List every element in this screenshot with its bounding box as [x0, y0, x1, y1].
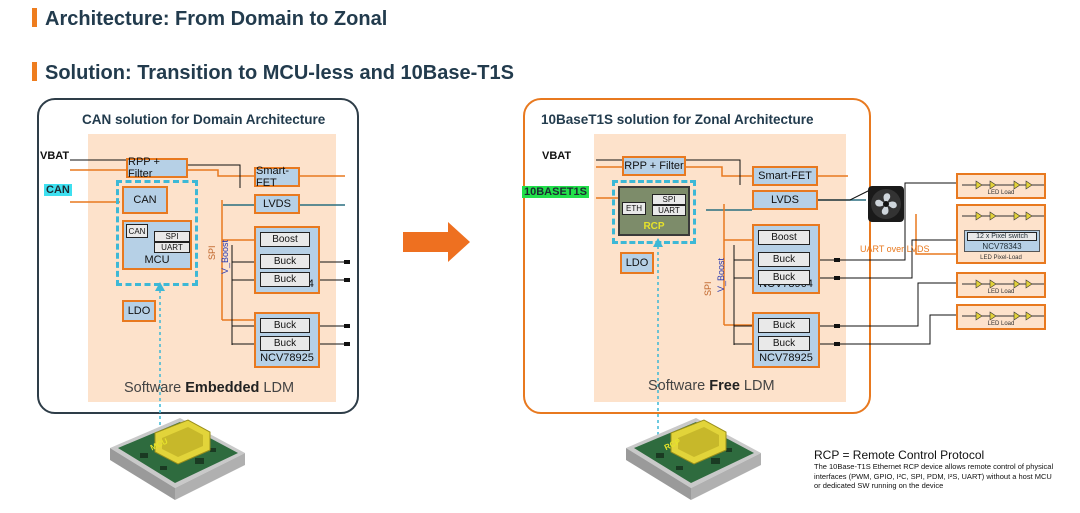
led-string-icon	[962, 279, 1044, 289]
right-smart-fet: Smart-FET	[752, 166, 818, 186]
led-string-icon	[962, 211, 1044, 221]
right-t1s-label: 10BASET1S	[522, 186, 589, 198]
right-uart: UART	[652, 205, 686, 216]
left-mcu-label: MCU	[144, 254, 170, 266]
left-can-label: CAN	[44, 184, 72, 196]
right-vbat-label: VBAT	[542, 150, 572, 162]
transition-arrow	[403, 222, 470, 262]
led-pixel-load-caption: LED Pixel-Load	[980, 255, 1022, 261]
right-buck-3: Buck	[758, 318, 810, 333]
left-lvds: LVDS	[254, 194, 300, 214]
right-spi: SPI	[652, 194, 686, 205]
right-buck-1: Buck	[758, 252, 810, 267]
heading-architecture-text: Architecture: From Domain to Zonal	[45, 8, 388, 30]
rcp-module-image	[626, 418, 761, 500]
led-pixel-load: 12 x Pixel switch NCV78343 LED Pixel-Loa…	[956, 204, 1046, 264]
left-mcu-spi: SPI	[154, 231, 190, 242]
ncv78343-label: NCV78343	[982, 242, 1022, 251]
left-mcu-uart: UART	[154, 242, 190, 253]
led-load-3: LED Load	[956, 304, 1046, 330]
left-buck-3: Buck	[260, 318, 310, 333]
led-string-icon	[962, 311, 1044, 321]
ncv78343-box: 12 x Pixel switch NCV78343	[964, 230, 1040, 252]
left-rpp-filter: RPP + Filter	[126, 156, 188, 180]
heading-solution: Solution: Transition to MCU-less and 10B…	[32, 62, 514, 85]
rcp-note-body: The 10Base-T1S Ethernet RCP device allow…	[814, 462, 1054, 490]
heading-accent-bar	[32, 8, 37, 27]
rcp-note-title: RCP = Remote Control Protocol	[814, 448, 985, 462]
right-sw-pre: Software	[648, 378, 710, 394]
right-boost: Boost	[758, 230, 810, 245]
left-sw-pre: Software	[124, 380, 186, 396]
can-panel-title: CAN solution for Domain Architecture	[82, 112, 326, 127]
right-rcp-label: RCP	[643, 221, 665, 232]
led-load-3-caption: LED Load	[987, 321, 1015, 327]
left-buck-4: Buck	[260, 336, 310, 351]
mcu-module-image	[110, 418, 245, 500]
right-software-caption: Software Free LDM	[648, 378, 775, 394]
right-ldo: LDO	[620, 252, 654, 274]
t1s-panel-title: 10BaseT1S solution for Zonal Architectur…	[541, 112, 814, 127]
right-buck-2: Buck	[758, 270, 810, 285]
led-load-1: LED Load	[956, 173, 1046, 199]
right-sw-post: LDM	[739, 378, 775, 394]
left-software-caption: Software Embedded LDM	[124, 380, 294, 396]
left-can-transceiver: CAN	[122, 186, 168, 214]
left-sw-bold: Embedded	[185, 380, 260, 396]
right-eth: ETH	[622, 202, 646, 215]
left-boost: Boost	[260, 232, 310, 247]
left-mcu-dashed-outline	[116, 180, 198, 286]
left-sw-post: LDM	[259, 380, 295, 396]
right-rcp-dashed-outline	[612, 180, 696, 244]
heading-solution-text: Solution: Transition to MCU-less and 10B…	[45, 62, 514, 84]
left-ncv78925-label: NCV78925	[260, 352, 314, 364]
right-vboost-vertical: V_Boost	[716, 257, 726, 292]
uart-over-lvds-label: UART over LVDS	[860, 244, 930, 254]
left-mcu-can: CAN	[126, 224, 148, 238]
heading-accent-bar	[32, 62, 37, 81]
right-sw-bold: Free	[709, 378, 740, 394]
led-string-icon	[962, 180, 1044, 190]
right-ncv78925-label: NCV78925	[759, 352, 813, 364]
heading-architecture: Architecture: From Domain to Zonal	[32, 8, 387, 31]
left-smart-fet: Smart-FET	[254, 165, 300, 189]
left-buck-1: Buck	[260, 254, 310, 269]
left-vbat-label: VBAT	[40, 150, 70, 162]
led-load-2: LED Load	[956, 272, 1046, 298]
led-load-1-caption: LED Load	[987, 190, 1015, 196]
right-spi-vertical: SPI	[703, 281, 713, 296]
fan-icon	[868, 186, 904, 222]
pixel-switch: 12 x Pixel switch	[967, 232, 1037, 241]
right-buck-4: Buck	[758, 336, 810, 351]
left-buck-2: Buck	[260, 272, 310, 287]
led-load-2-caption: LED Load	[987, 289, 1015, 295]
left-spi-vertical: SPI	[207, 245, 217, 260]
left-vboost-vertical: V_Boost	[220, 239, 230, 274]
right-lvds: LVDS	[752, 190, 818, 210]
left-ldo: LDO	[122, 300, 156, 322]
right-rpp-filter: RPP + Filter	[622, 156, 686, 176]
